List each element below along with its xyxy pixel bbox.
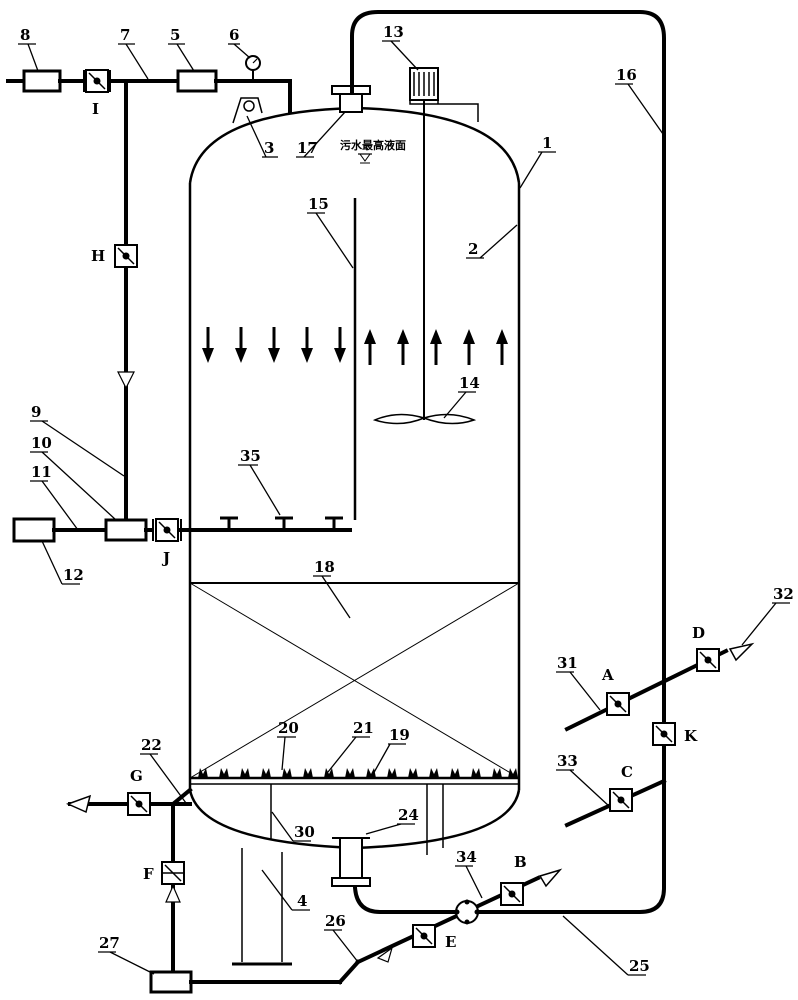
aeration-line bbox=[12, 517, 352, 543]
label-9: 9 bbox=[31, 403, 41, 421]
valve-K bbox=[652, 722, 676, 746]
label-2: 2 bbox=[468, 240, 478, 258]
unit-27 bbox=[149, 970, 193, 994]
down-arrow bbox=[301, 327, 313, 363]
up-arrow bbox=[430, 329, 442, 365]
label-32: 32 bbox=[773, 585, 794, 603]
valve-H bbox=[114, 244, 138, 268]
downflow-arrows bbox=[202, 327, 346, 363]
valve-label-K: K bbox=[684, 727, 698, 745]
label-34: 34 bbox=[456, 848, 477, 866]
valve-label-G: G bbox=[130, 767, 143, 785]
valve-label-D: D bbox=[692, 624, 705, 642]
label-4: 4 bbox=[297, 892, 307, 910]
label-6: 6 bbox=[229, 26, 239, 44]
up-arrow bbox=[463, 329, 475, 365]
valve-C bbox=[609, 788, 633, 812]
label-13: 13 bbox=[383, 23, 404, 41]
valve-J bbox=[155, 518, 179, 542]
plate-supports bbox=[270, 784, 444, 855]
label-21: 21 bbox=[353, 719, 374, 737]
label-8: 8 bbox=[20, 26, 30, 44]
valve-G bbox=[127, 792, 151, 816]
filter-caps bbox=[198, 768, 518, 778]
support-legs bbox=[232, 848, 292, 966]
flow-arrow bbox=[117, 371, 135, 390]
valve-label-I: I bbox=[92, 100, 99, 118]
valve-label-J: J bbox=[161, 549, 170, 567]
label-31: 31 bbox=[557, 654, 578, 672]
valve-B bbox=[500, 882, 524, 906]
label-20: 20 bbox=[278, 719, 299, 737]
label-3: 3 bbox=[264, 139, 274, 157]
label-27: 27 bbox=[99, 934, 120, 952]
valve-label-H: H bbox=[91, 247, 105, 265]
inlet-line-26 bbox=[355, 868, 563, 965]
label-11: 11 bbox=[31, 463, 52, 481]
up-arrow bbox=[397, 329, 409, 365]
unit-8 bbox=[22, 69, 62, 93]
label-22: 22 bbox=[141, 736, 162, 754]
max-liquid-level-mark: 污水最高液面 bbox=[340, 138, 406, 164]
valve-D bbox=[696, 648, 720, 672]
distribution-plate bbox=[190, 776, 519, 785]
label-35: 35 bbox=[240, 447, 261, 465]
up-arrow bbox=[496, 329, 508, 365]
label-30: 30 bbox=[294, 823, 315, 841]
unit-12 bbox=[12, 517, 56, 543]
inlet-pipe-line bbox=[6, 55, 292, 114]
valve-label-C: C bbox=[621, 763, 633, 781]
label-18: 18 bbox=[314, 558, 335, 576]
label-7: 7 bbox=[120, 26, 130, 44]
down-arrow bbox=[235, 327, 247, 363]
label-16: 16 bbox=[616, 66, 637, 84]
valve-label-E: E bbox=[445, 933, 456, 951]
label-1: 1 bbox=[542, 134, 552, 152]
valve-F bbox=[161, 861, 185, 885]
upflow-arrows bbox=[364, 329, 508, 365]
label-25: 25 bbox=[629, 957, 650, 975]
stirrer-impeller bbox=[372, 413, 477, 425]
down-arrow bbox=[202, 327, 214, 363]
label-26: 26 bbox=[325, 912, 346, 930]
down-arrow bbox=[334, 327, 346, 363]
bottom-nozzle bbox=[331, 837, 371, 887]
label-10: 10 bbox=[31, 434, 52, 452]
valve-label-F: F bbox=[143, 865, 154, 883]
motor-bracket bbox=[409, 100, 479, 122]
label-17: 17 bbox=[297, 139, 318, 157]
up-arrow bbox=[364, 329, 376, 365]
max-liquid-level-label: 污水最高液面 bbox=[340, 138, 406, 152]
recirculation-loop bbox=[350, 10, 666, 914]
label-24: 24 bbox=[398, 806, 419, 824]
leader-lines bbox=[18, 40, 790, 976]
unit-10 bbox=[104, 518, 148, 542]
valve-label-B: B bbox=[514, 853, 527, 871]
label-14: 14 bbox=[459, 374, 480, 392]
packing-layer bbox=[189, 582, 520, 779]
valve-label-A: A bbox=[601, 666, 614, 684]
lifting-lug bbox=[232, 97, 263, 124]
label-19: 19 bbox=[389, 726, 410, 744]
part-labels: 8 7 5 6 3 17 13 1 2 16 15 14 35 18 9 10 … bbox=[20, 23, 794, 975]
valve-E bbox=[412, 924, 436, 948]
label-5: 5 bbox=[170, 26, 180, 44]
backwash-line-31 bbox=[564, 642, 755, 732]
valve-labels: I H J G F E B A D C K bbox=[91, 100, 705, 951]
label-15: 15 bbox=[308, 195, 329, 213]
valve-I bbox=[85, 69, 109, 93]
label-33: 33 bbox=[557, 752, 578, 770]
down-arrow bbox=[268, 327, 280, 363]
label-12: 12 bbox=[63, 566, 84, 584]
unit-5 bbox=[176, 69, 218, 93]
aeration-heads-35 bbox=[220, 516, 343, 530]
valve-A bbox=[606, 692, 630, 716]
stirrer-motor bbox=[409, 67, 439, 101]
